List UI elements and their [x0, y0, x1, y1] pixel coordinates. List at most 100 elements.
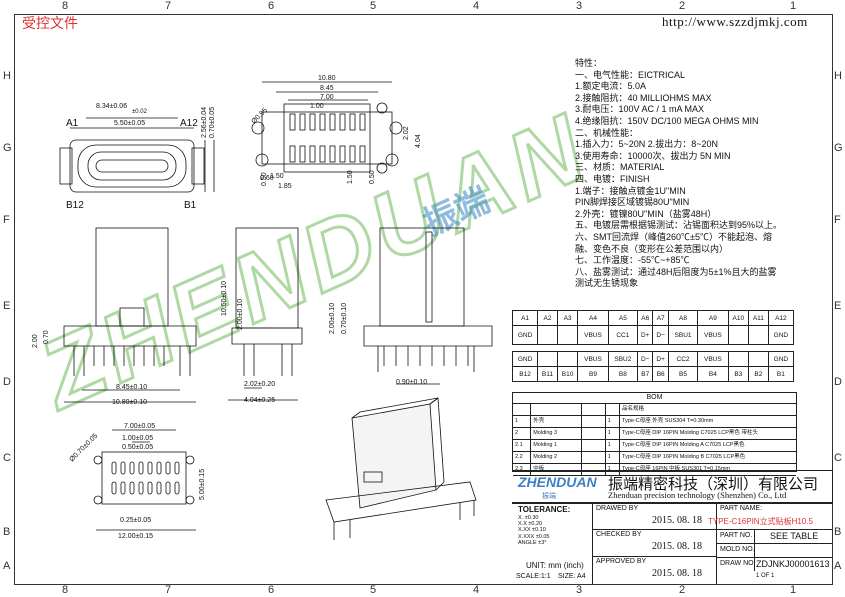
checked-by-label: CHECKED BY	[596, 531, 642, 538]
bom-cell	[582, 428, 606, 439]
pin-cell: A7	[652, 310, 669, 326]
pin-cell	[748, 351, 769, 367]
pin-cell: VBUS	[577, 325, 609, 345]
bom-cell: 2.2	[513, 452, 532, 463]
footprint-pad	[289, 113, 296, 131]
pin-cell: B3	[727, 366, 750, 382]
pin-cell: VBUS	[697, 351, 729, 367]
tolerance-line: X.XX ±0.10	[518, 527, 546, 534]
footprint-pad	[299, 113, 306, 131]
pin-cell: D−	[652, 325, 669, 345]
spec-line: 一、电气性能：EICTRICAL	[575, 69, 686, 80]
size-label: SIZE: A4	[558, 573, 586, 580]
dim-fp-0-50: 0.50	[261, 172, 268, 186]
pcb-hole	[138, 461, 144, 475]
company-logo-sub: 振端	[542, 493, 556, 500]
pin-cell: B10	[556, 366, 579, 382]
spec-line: 三、材质：MATERIAL	[575, 162, 665, 173]
footprint-view: 10.80 8.45 7.00 1.00 0.50 1.50 0.60 1.85…	[250, 75, 422, 190]
left-zone-G: G	[3, 142, 12, 154]
dim-fp-8-45: 8.45	[320, 85, 334, 92]
spec-line: 四、电镀：FINISH	[575, 174, 650, 184]
bottom-zone-8: 8	[62, 584, 69, 596]
pin-cell: B12	[511, 366, 539, 382]
isometric-view	[325, 397, 477, 540]
top-zone-8: 8	[62, 0, 69, 12]
right-zone-H: H	[834, 70, 842, 82]
footprint-pad	[319, 113, 326, 131]
pin-cell: GND	[767, 351, 795, 367]
bottom-zone-3: 3	[576, 584, 583, 596]
dim-top-h2: 2.56±0.04	[201, 107, 208, 138]
pin-cell	[556, 351, 579, 367]
dim-fp-7-00: 7.00	[320, 94, 334, 101]
dim-pcb-5-00: 5.00±0.15	[199, 469, 206, 500]
bom-cell	[582, 440, 606, 451]
spec-line: 七、工作温度：-55℃~+85℃	[575, 255, 690, 266]
website-url[interactable]: http://www.szzdjmkj.com	[662, 14, 808, 29]
pin-cell: A1	[511, 310, 539, 326]
spec-line: 八、盐雾测试：通过48H后阻度为5±1%且大的盐雾	[575, 266, 777, 277]
spec-line: 融、变色不良（变形在公差范围以内）	[575, 243, 729, 254]
pin-cell: CC2	[667, 351, 699, 367]
rear-view: 2.00±0.10 0.70±0.10 0.90±0.10	[329, 227, 493, 386]
spec-line: 1.额定电流：5.0A	[575, 81, 647, 92]
dim-pcb-12-00: 12.00±0.15	[118, 533, 153, 540]
footprint-pad	[359, 145, 366, 163]
left-zone-B: B	[3, 526, 11, 538]
spec-line: 六、SMT回流焊（峰值260℃±5℃）不能起泡、熔	[575, 232, 772, 242]
dim-front-0-70: 0.70	[43, 330, 50, 344]
right-zone-F: F	[834, 214, 841, 226]
footprint-pad	[339, 145, 346, 163]
left-zone-F: F	[3, 214, 10, 226]
right-zone-C: C	[834, 452, 842, 464]
front-view: 2.00 0.70 8.45±0.10 10.80±0.10	[32, 227, 197, 406]
spec-line: 1.端子：接触点镀金1U"MIN	[575, 185, 686, 196]
footprint-pad	[349, 145, 356, 163]
pin-cell: A9	[697, 310, 729, 326]
bom-cell	[513, 404, 532, 415]
draw-no-label: DRAW NO.	[720, 560, 756, 567]
pin-cell: B4	[697, 366, 729, 382]
pin-cell: A6	[636, 310, 654, 326]
tolerance-line: X.XXX ±0.05	[518, 533, 550, 540]
pin-cell: A3	[556, 310, 579, 326]
footprint-pad	[289, 145, 296, 163]
pcb-layout-view: 7.00±0.05 1.00±0.05 0.50±0.05 Ø0.70±0.05…	[68, 423, 206, 540]
pcb-hole	[120, 481, 126, 495]
bom-cell: 外壳	[531, 416, 582, 427]
spec-line: 五、电镀层需根据锡测试：沾锡面积达到95%以上。	[575, 220, 783, 231]
bom-cell: Molding 1	[531, 440, 582, 451]
top-zone-3: 3	[576, 0, 583, 12]
pin-cell: B2	[748, 366, 769, 382]
pcb-hole	[111, 461, 117, 475]
footprint-pad	[359, 113, 366, 131]
spec-line: 2.外壳：镀镍80U"MIN（盐雾48H）	[575, 208, 717, 219]
dim-pcb-0-25: 0.25±0.05	[120, 517, 151, 524]
pin-cell: SBU1	[667, 325, 699, 345]
pcb-hole	[147, 461, 153, 475]
part-no-label: PART NO.	[720, 532, 753, 539]
label-a1: A1	[66, 118, 79, 129]
bom-cell: Molding 3	[531, 428, 582, 439]
pin-cell	[556, 325, 579, 345]
bom-cell: 1	[513, 416, 532, 427]
drawing-frame	[14, 14, 833, 585]
bom-cell: Type-C母座 外壳 SUS304 T=0.30mm	[622, 418, 714, 424]
footprint-pad	[339, 113, 346, 131]
dim-top-h1: 0.70±0.05	[209, 107, 216, 138]
dim-fp-4-04: 4.04	[415, 134, 422, 148]
dim-side-4-04: 4.04±0.25	[244, 397, 275, 404]
pin-cell: SBU2	[607, 351, 638, 367]
pcb-hole	[147, 481, 153, 495]
bom-cell: Type-C母座 DIP 16PIN Molding B C7025 LCP黑色	[622, 454, 746, 460]
label-a12: A12	[180, 118, 198, 129]
bottom-zone-1: 1	[790, 584, 797, 596]
